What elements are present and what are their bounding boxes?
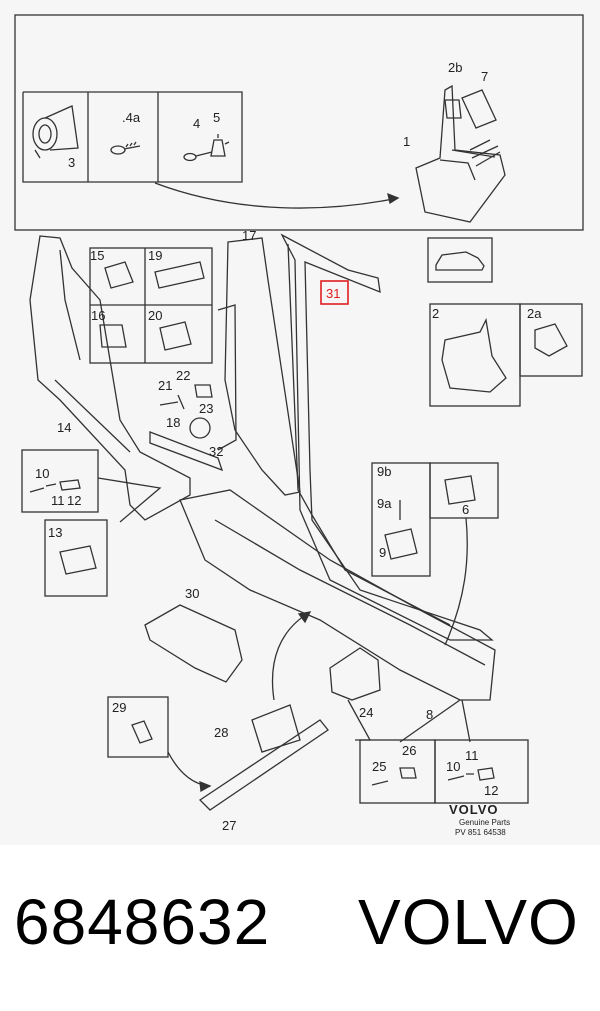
part-3-bushing [32,105,79,159]
car-icon-frame [427,237,493,283]
highlight-box-31 [320,280,349,305]
callout-2: 2 [432,306,439,321]
callout-30: 30 [185,586,199,601]
callout-7: 7 [481,69,488,84]
callout-12-right: 12 [484,783,498,798]
callout-28: 28 [214,725,228,740]
part-32-frame [217,304,237,451]
part-8-sill [179,489,496,701]
callout-14: 14 [57,420,71,435]
part-31-seal [280,233,494,641]
callout-2b: 2b [448,60,462,75]
part-32-strip [149,431,224,472]
arrow-inset [154,182,399,209]
pointers-bottom-right [399,699,471,743]
logo-line1: Genuine Parts [459,818,510,827]
part-30-cover [144,604,243,683]
callout-10-right: 10 [446,759,460,774]
part-17-upper-trim [224,237,301,496]
arrow-29 [167,751,211,787]
callout-8: 8 [426,707,433,722]
arrow-to-sill [271,611,311,701]
part-2b-clip [444,99,462,119]
part-7-pad [461,89,497,129]
part-20-clip [159,321,192,351]
parts-10-12-left [29,479,81,493]
part-1-bracket [415,84,506,223]
box-part-29 [107,696,169,758]
logo-brand: VOLVO [449,802,499,817]
callout-13: 13 [48,525,62,540]
callout-22: 22 [176,368,190,383]
part-15-clip [104,261,134,289]
callout-9: 9 [379,545,386,560]
part-29-clip [131,720,153,744]
part-6-clip [444,475,476,505]
callout-19: 19 [148,248,162,263]
callout-11-right: 11 [465,748,479,763]
footer-part-number: 6848632 [14,886,271,958]
box-part-6 [429,462,499,519]
parts-diagram: 1 2 2a 2b 3 4 .4a 5 6 7 8 9 9a 9b 10 10 … [14,14,584,837]
callout-11-left: 11 [51,493,65,508]
pointer-10-12-left [97,477,162,523]
box-part-13 [44,519,108,597]
part-24-block [329,647,381,701]
part-14-pillar-trim [29,235,191,521]
callout-15: 15 [90,248,104,263]
box-parts-10-12-right [434,739,529,804]
pointer-6 [444,517,468,646]
part-4a-screw [110,141,141,155]
callout-25: 25 [372,759,386,774]
part-13-plug [59,545,97,575]
logo-code: PV 851 64538 [455,828,506,837]
part-18-cap [189,417,211,439]
callout-23: 23 [199,401,213,416]
box-part-2a [519,303,583,377]
part-2a-clip [534,323,568,357]
part-2-panel [441,317,507,393]
top-inset-frame [14,14,584,231]
callout-1: 1 [403,134,410,149]
volvo-genuine-parts-logo: VOLVO Genuine Parts PV 851 64538 [449,802,510,837]
callout-3: 3 [68,155,75,170]
callout-12-left: 12 [67,493,81,508]
callout-2a: 2a [527,306,542,321]
parts-25-26 [371,767,417,786]
callout-24: 24 [359,705,373,720]
callout-27: 27 [222,818,236,833]
callout-5: 5 [213,110,220,125]
callout-29: 29 [112,700,126,715]
part-4-5-screw-clip [183,134,230,162]
callout-4: 4 [193,116,200,131]
car-icon [435,251,485,271]
callout-16: 16 [91,308,105,323]
callout-18: 18 [166,415,180,430]
parts-21-22 [159,384,213,410]
callout-10-left: 10 [35,466,49,481]
parts-10-12-right [447,767,495,781]
footer-brand: VOLVO [358,886,579,958]
callout-4a: .4a [122,110,141,125]
callout-6: 6 [462,502,469,517]
callout-21: 21 [158,378,172,393]
callout-9b: 9b [377,464,391,479]
part-28-duct [251,704,301,753]
callout-9a: 9a [377,496,392,511]
parts-9-clip [384,500,418,560]
part-16-clip [99,324,127,348]
callout-26: 26 [402,743,416,758]
part-19-strip [154,261,205,289]
callout-20: 20 [148,308,162,323]
box-parts-10-12-left [21,449,99,513]
callout-31: 31 [326,286,340,301]
box-parts-9 [371,462,431,577]
exploded-view-svg: 1 2 2a 2b 3 4 .4a 5 6 7 8 9 9a 9b 10 10 … [14,14,584,837]
callout-17: 17 [242,228,256,243]
fastener-panel [22,91,243,183]
callout-32: 32 [209,444,223,459]
